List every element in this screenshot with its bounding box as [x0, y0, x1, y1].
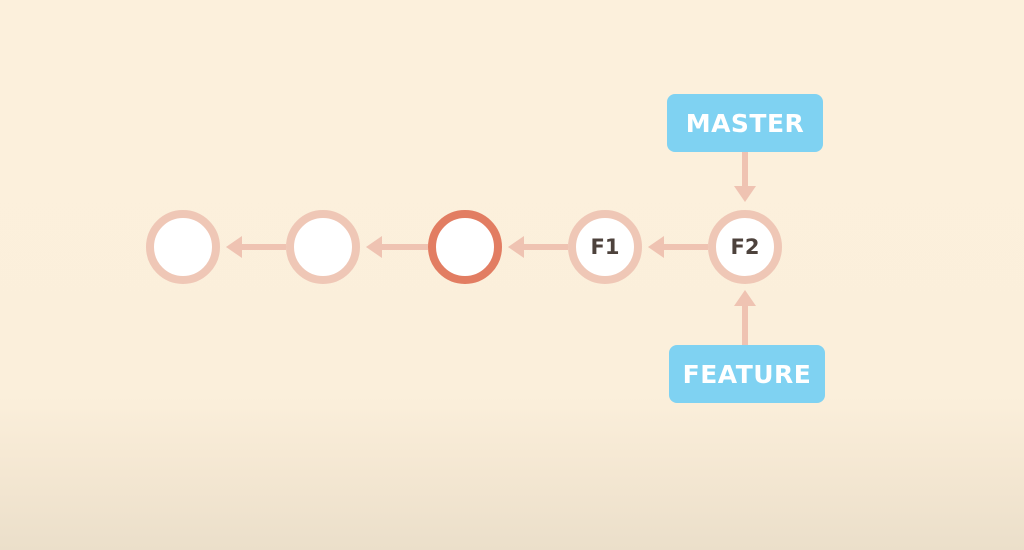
feature-branch-text: FEATURE: [682, 359, 812, 389]
commit-node-f1: F1: [568, 210, 642, 284]
commit-arrow-f2-to-f1: [648, 236, 708, 258]
master-branch-label: MASTER: [667, 94, 823, 152]
commit-node-f2: F2: [708, 210, 782, 284]
commit-arrow-f1-to-3: [508, 236, 568, 258]
commit-node: [286, 210, 360, 284]
commit-label-f1: F1: [590, 235, 620, 259]
commit-arrow-2-to-1: [226, 236, 286, 258]
commit-arrow-3-to-2: [366, 236, 428, 258]
feature-pointer-arrow: [734, 290, 756, 345]
commit-label-f2: F2: [730, 235, 760, 259]
master-pointer-arrow: [734, 152, 756, 202]
commit-node: [146, 210, 220, 284]
feature-branch-label: FEATURE: [669, 345, 825, 403]
master-branch-text: MASTER: [685, 108, 805, 138]
commit-node-highlighted: [428, 210, 502, 284]
